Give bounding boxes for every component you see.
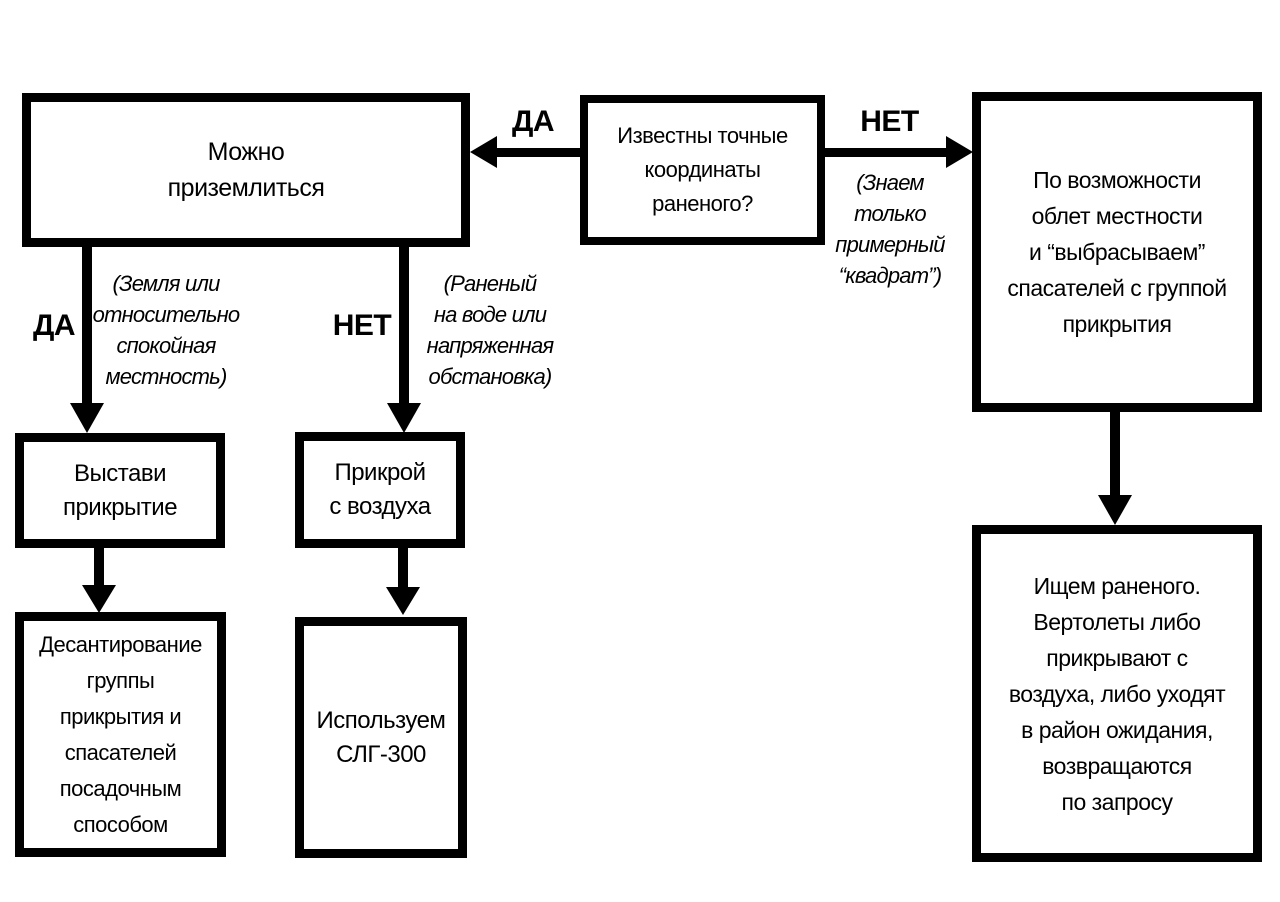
node-use-slg-300-text: Используем СЛГ-300 xyxy=(316,706,446,768)
edge-no-right-label: НЕТ xyxy=(860,105,919,138)
node-question-coordinates-text: Известны точные координаты раненого? xyxy=(617,123,788,216)
node-flyover-drop-rescuers-text: По возможности облет местности и “выбрас… xyxy=(1007,167,1227,337)
edge-no-right-note: (Знаем только примерный “квадрат”) xyxy=(835,170,945,288)
edge-no-down-line xyxy=(399,247,409,403)
node-landing-deployment-text: Десантирование группы прикрытия и спасат… xyxy=(39,631,202,837)
node-set-cover: Выстави прикрытие xyxy=(15,433,225,548)
arrowhead-down-icon xyxy=(82,585,116,613)
edge-yes-left-line xyxy=(497,148,580,157)
node-search-wounded: Ищем раненого. Вертолеты либо прикрывают… xyxy=(972,525,1262,862)
edge-setcover-landing-line xyxy=(94,548,104,585)
node-cover-from-air-text: Прикрой с воздуха xyxy=(329,459,431,520)
node-can-land-text: Можно приземлиться xyxy=(167,138,325,202)
edge-no-right-line xyxy=(820,148,948,157)
arrowhead-left-icon xyxy=(470,136,497,168)
node-cover-from-air: Прикрой с воздуха xyxy=(295,432,465,548)
arrowhead-down-icon xyxy=(70,403,104,433)
node-landing-deployment: Десантирование группы прикрытия и спасат… xyxy=(15,612,226,857)
edge-flyover-search-line xyxy=(1110,412,1120,495)
arrowhead-right-icon xyxy=(946,136,973,168)
edge-no-down-note: (Раненый на воде или напряженная обстано… xyxy=(426,271,555,389)
edge-yes-down-label: ДА xyxy=(32,309,76,342)
node-question-coordinates: Известны точные координаты раненого? xyxy=(580,95,825,245)
edge-no-down-label: НЕТ xyxy=(332,309,392,342)
node-flyover-drop-rescuers: По возможности облет местности и “выбрас… xyxy=(972,92,1262,412)
edge-yes-down-note: (Земля или относительно спокойная местно… xyxy=(92,271,241,389)
arrowhead-down-icon xyxy=(1098,495,1132,525)
node-can-land: Можно приземлиться xyxy=(22,93,470,247)
arrowhead-down-icon xyxy=(387,403,421,433)
arrowhead-down-icon xyxy=(386,587,420,615)
edge-coverair-slg-line xyxy=(398,548,408,587)
edge-yes-down-line xyxy=(82,247,92,403)
node-use-slg-300: Используем СЛГ-300 xyxy=(295,617,467,858)
node-set-cover-text: Выстави прикрытие xyxy=(62,459,178,521)
node-search-wounded-text: Ищем раненого. Вертолеты либо прикрывают… xyxy=(1008,572,1226,815)
edge-yes-left-label: ДА xyxy=(511,105,555,138)
